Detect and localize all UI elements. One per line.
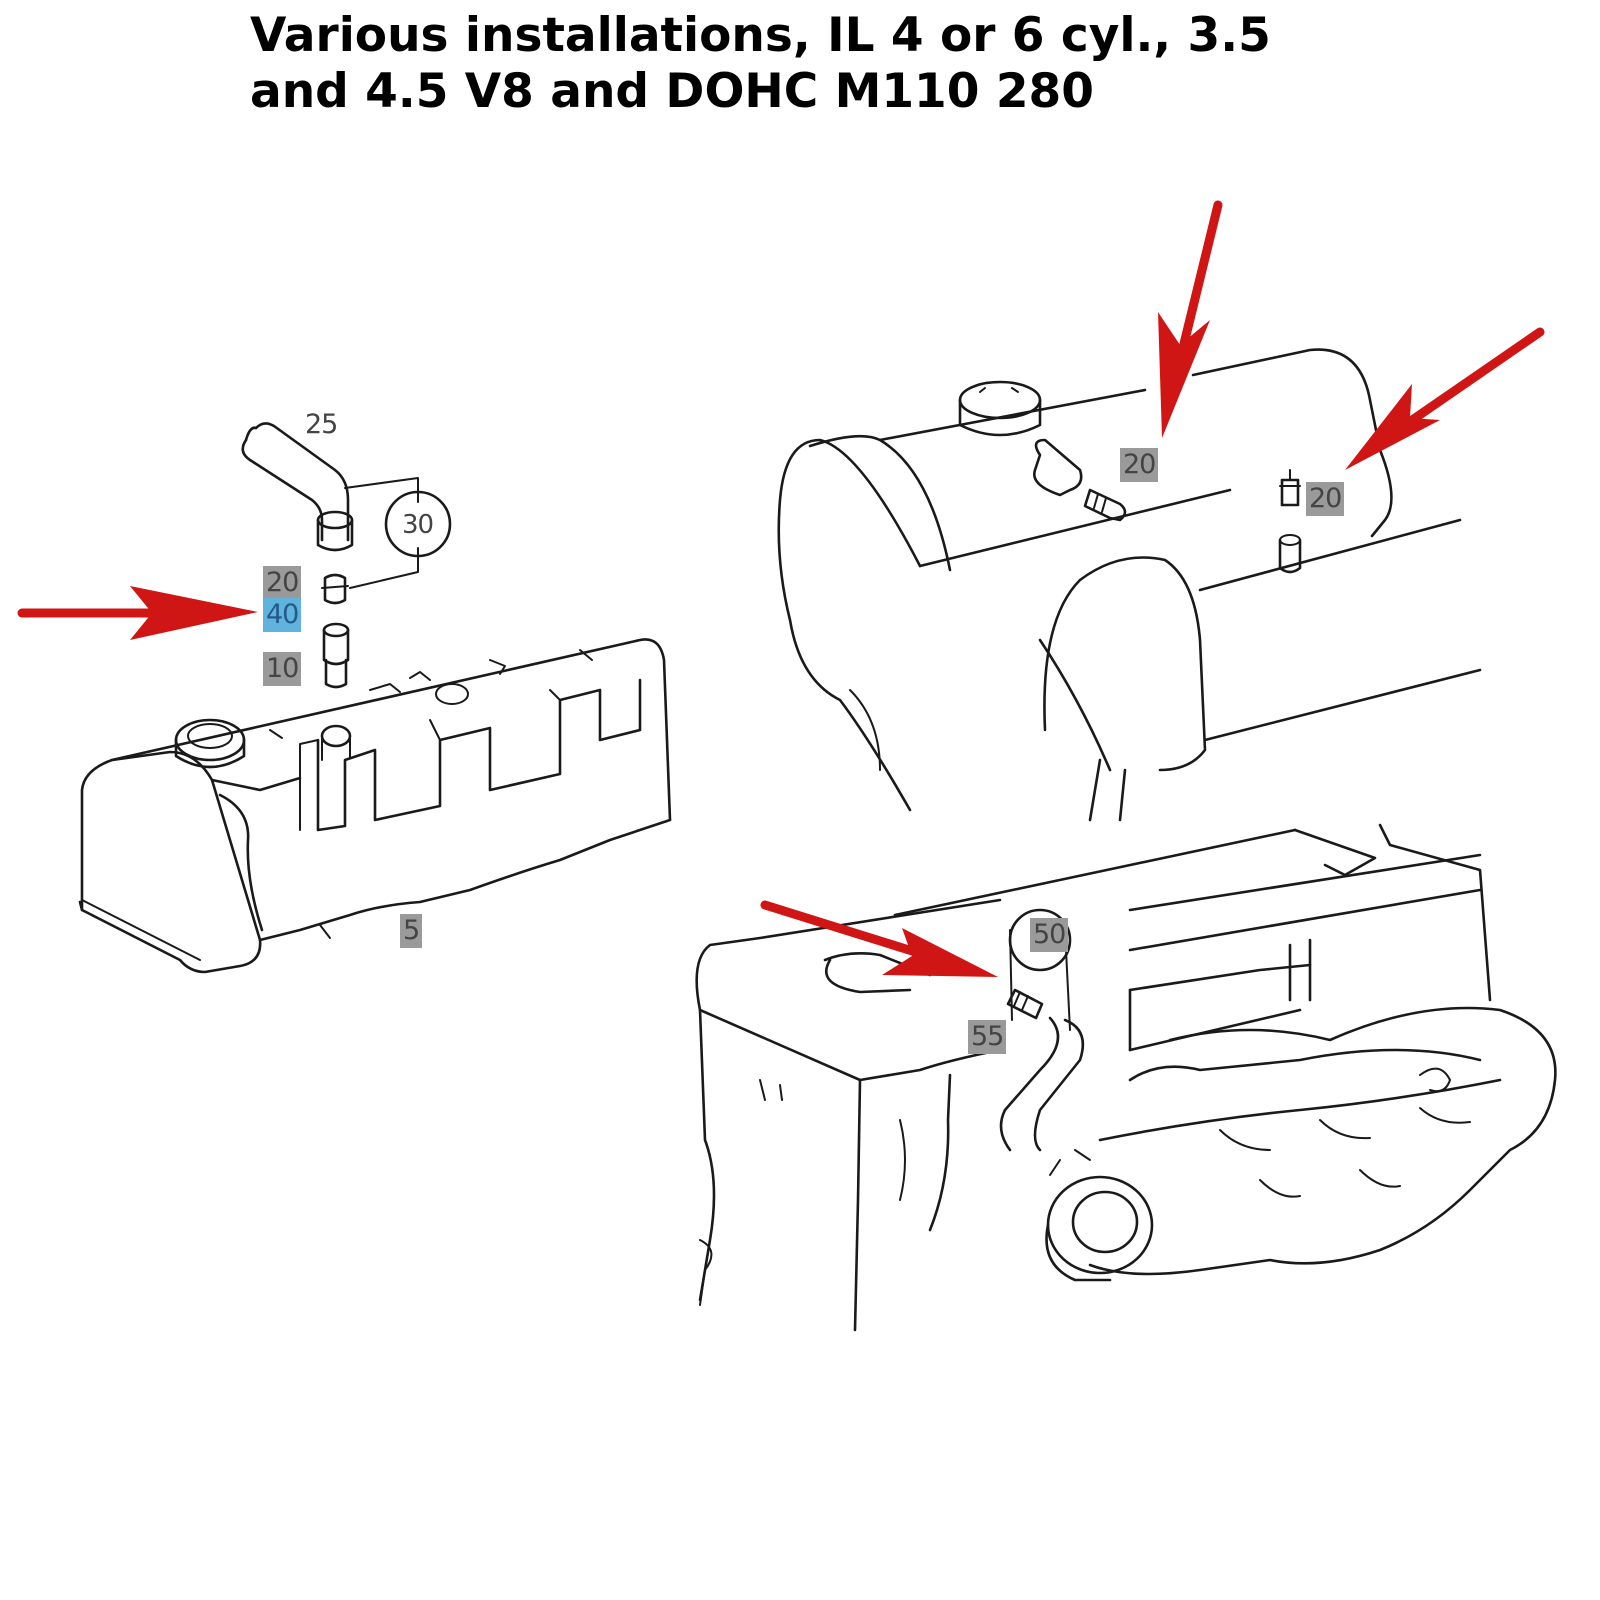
label-55: 55 xyxy=(968,1020,1007,1054)
label-10: 10 xyxy=(263,652,302,686)
label-50: 50 xyxy=(1030,918,1069,952)
left-valve-cover-assembly xyxy=(78,422,672,974)
page-title: Various installations, IL 4 or 6 cyl., 3… xyxy=(250,8,1400,120)
right-bottom-engine-block xyxy=(695,823,1557,1332)
label-25: 25 xyxy=(305,409,338,440)
arrow-to-top-20-right xyxy=(1345,327,1545,470)
arrow-to-40 xyxy=(17,586,258,640)
label-20-top-left: 20 xyxy=(1120,448,1159,482)
label-20-left: 20 xyxy=(263,566,302,600)
label-20-top-right: 20 xyxy=(1306,482,1345,516)
label-5: 5 xyxy=(400,914,423,948)
arrow-to-55 xyxy=(760,900,998,977)
title-line-2: and 4.5 V8 and DOHC M110 280 xyxy=(250,64,1094,119)
arrow-to-top-20-left xyxy=(1158,200,1223,438)
label-40-highlighted: 40 xyxy=(263,598,302,632)
right-top-cylinder-cover xyxy=(777,348,1482,822)
title-line-1: Various installations, IL 4 or 6 cyl., 3… xyxy=(250,8,1271,63)
label-30: 30 xyxy=(402,510,434,540)
